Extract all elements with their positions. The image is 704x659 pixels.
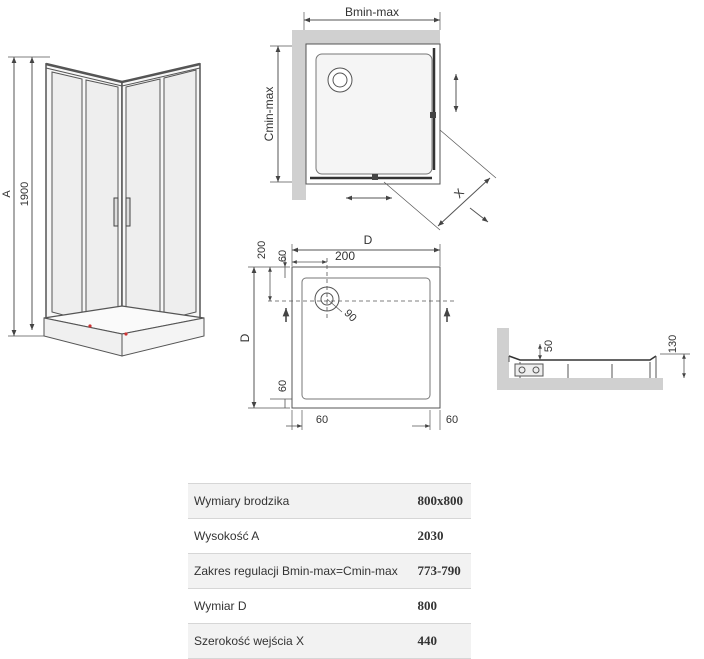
shower-cabin-3d-view	[8, 56, 205, 357]
specification-table: Wymiary brodzika 800x800 Wysokość A 2030…	[188, 483, 471, 659]
label-60-bottom: 60	[316, 414, 328, 426]
spec-label: Wysokość A	[188, 518, 412, 554]
label-d-top: D	[364, 233, 373, 247]
spec-value: 440	[411, 623, 471, 659]
table-row: Wymiary brodzika 800x800	[188, 483, 471, 519]
tray-plan-view	[248, 244, 456, 430]
tray-profile-view	[497, 328, 690, 390]
label-cmin-max: Cmin-max	[262, 87, 276, 142]
spec-value: 2030	[411, 518, 471, 554]
label-bmin-max: Bmin-max	[345, 5, 399, 19]
label-130: 130	[667, 335, 679, 353]
label-60-right: 60	[446, 414, 458, 426]
label-x: X	[451, 186, 467, 201]
spec-label: Szerokość wejścia X	[188, 623, 412, 659]
spec-value: 773-790	[411, 553, 471, 589]
label-200-horizontal: 200	[335, 249, 355, 263]
spec-value: 800	[411, 588, 471, 624]
spec-label: Wymiary brodzika	[188, 483, 412, 519]
table-row: Wysokość A 2030	[188, 518, 471, 554]
table-row: Wymiar D 800	[188, 588, 471, 624]
table-row: Zakres regulacji Bmin-max=Cmin-max 773-7…	[188, 553, 471, 589]
technical-drawing: A 1900 Bmin-max Cmin-max X	[1, 5, 690, 430]
label-1900: 1900	[19, 182, 31, 206]
spec-value: 800x800	[411, 483, 471, 519]
label-200-vertical: 200	[256, 241, 268, 259]
label-a: A	[1, 190, 13, 198]
spec-label: Wymiar D	[188, 588, 412, 624]
label-60-top: 60	[277, 250, 289, 262]
table-row: Szerokość wejścia X 440	[188, 623, 471, 659]
spec-label: Zakres regulacji Bmin-max=Cmin-max	[188, 553, 412, 589]
cabin-top-view	[270, 12, 497, 231]
label-d-side: D	[238, 333, 252, 342]
label-50: 50	[543, 340, 555, 352]
label-60-left: 60	[277, 380, 289, 392]
